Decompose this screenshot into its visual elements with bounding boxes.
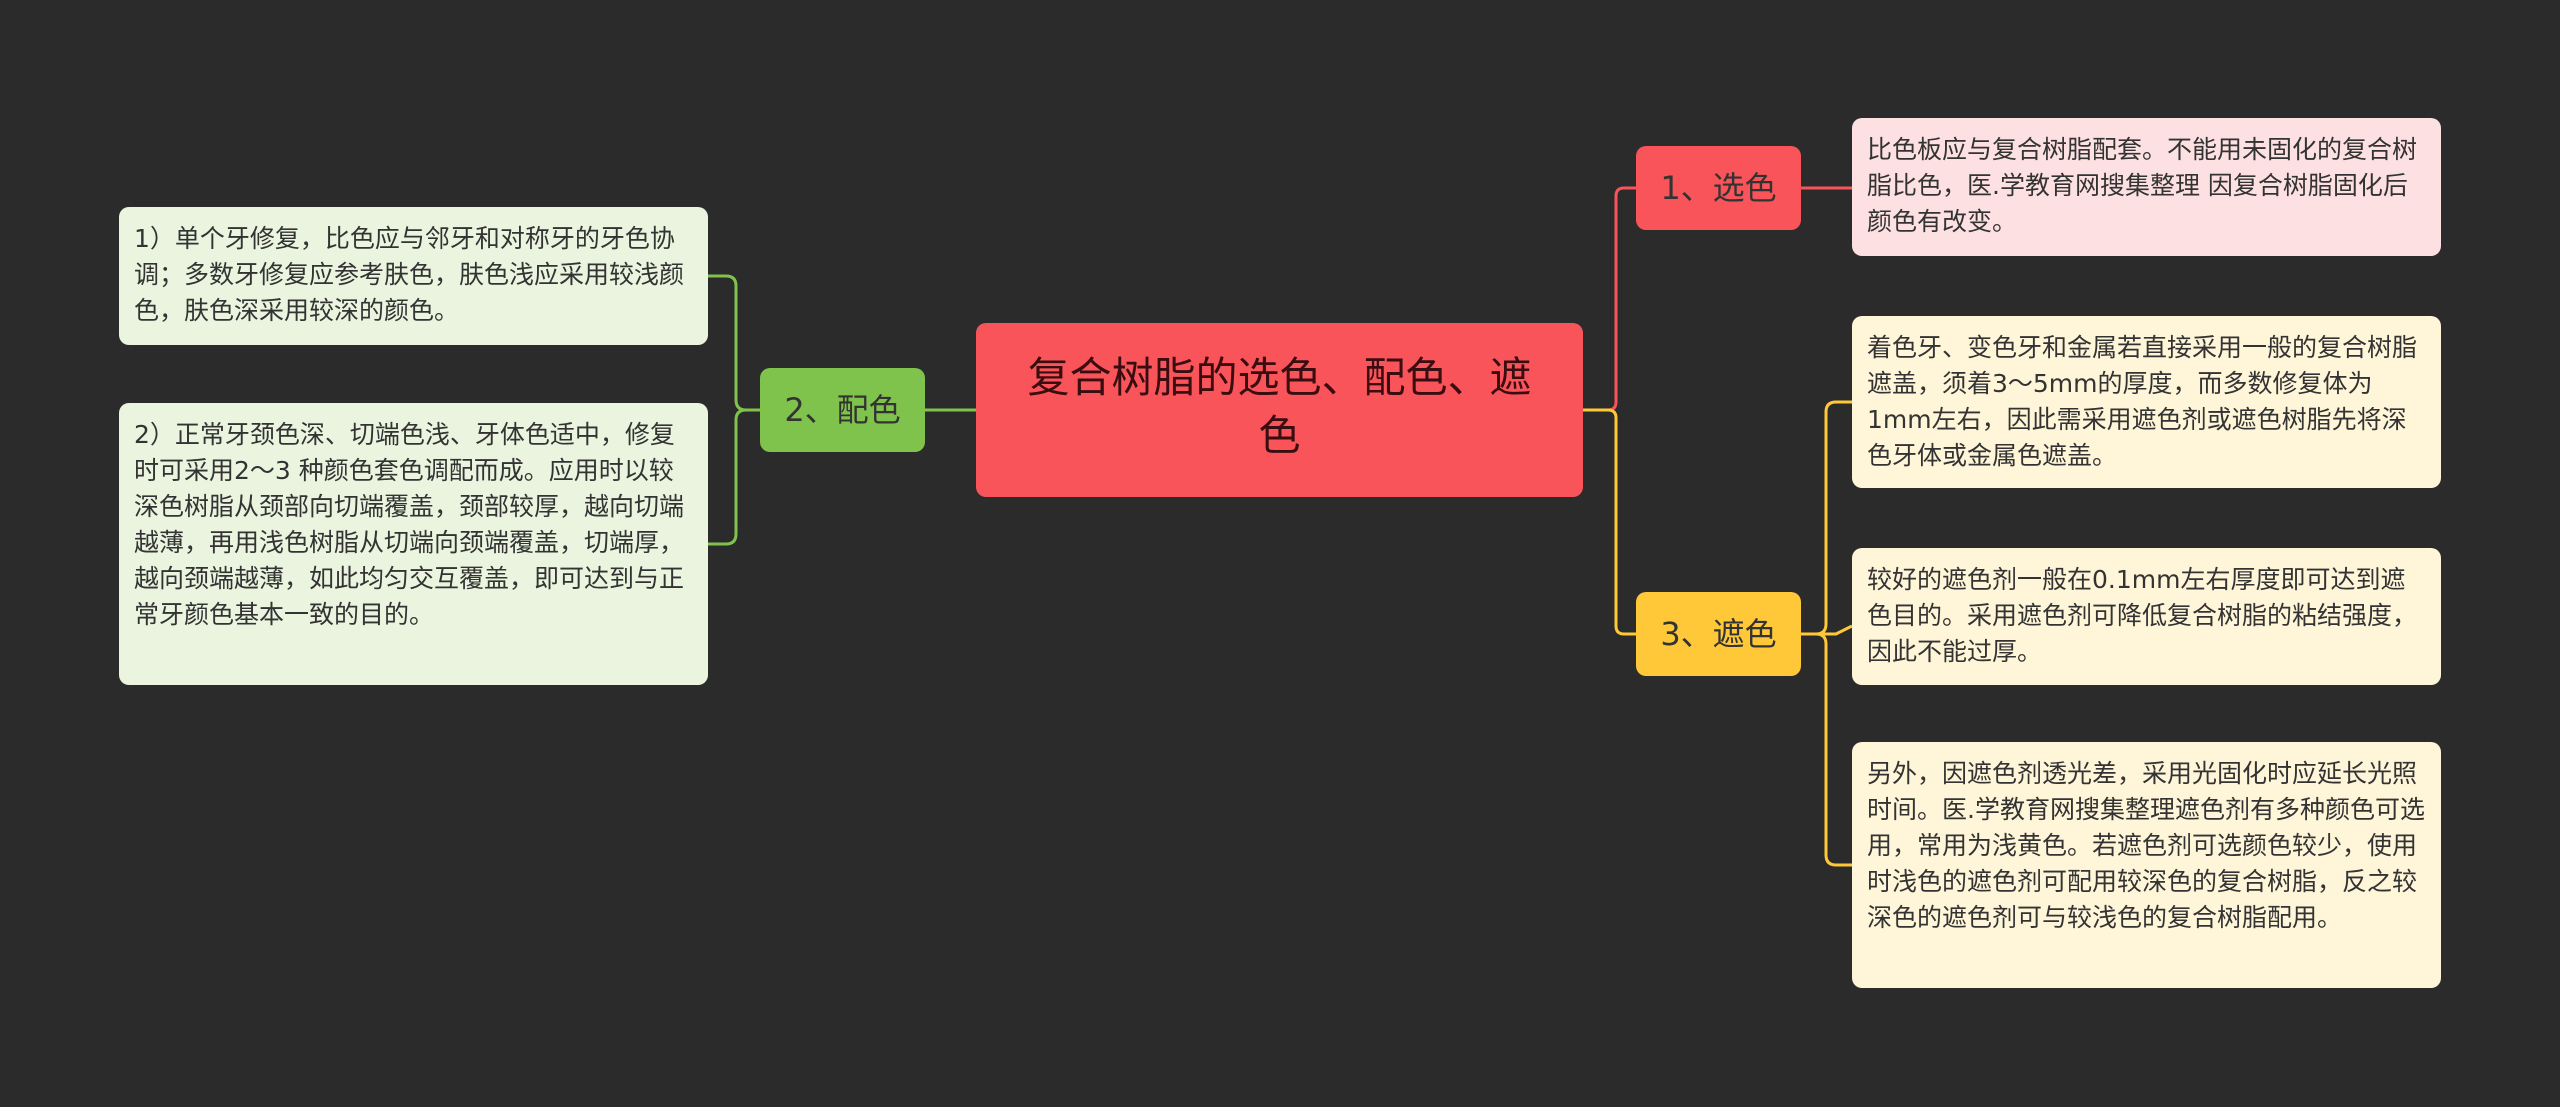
branch-zhese[interactable]: 3、遮色 bbox=[1636, 592, 1801, 676]
leaf-text: 较好的遮色剂一般在0.1mm左右厚度即可达到遮色目的。采用遮色剂可降低复合树脂的… bbox=[1867, 565, 2418, 666]
leaf-peise-2[interactable]: 2）正常牙颈色深、切端色浅、牙体色适中，修复时可采用2～3 种颜色套色调配而成。… bbox=[119, 403, 708, 685]
branch-xuanse[interactable]: 1、选色 bbox=[1636, 146, 1801, 230]
leaf-text: 2）正常牙颈色深、切端色浅、牙体色适中，修复时可采用2～3 种颜色套色调配而成。… bbox=[134, 420, 685, 629]
branch-peise[interactable]: 2、配色 bbox=[760, 368, 925, 452]
central-topic-title: 复合树脂的选色、配色、遮色 bbox=[1027, 353, 1532, 460]
leaf-peise-1[interactable]: 1）单个牙修复，比色应与邻牙和对称牙的牙色协调；多数牙修复应参考肤色，肤色浅应采… bbox=[119, 207, 708, 345]
leaf-text: 另外，因遮色剂透光差，采用光固化时应延长光照时间。医.学教育网搜集整理遮色剂有多… bbox=[1867, 759, 2425, 932]
leaf-text: 着色牙、变色牙和金属若直接采用一般的复合树脂遮盖，须着3～5mm的厚度，而多数修… bbox=[1867, 333, 2418, 470]
leaf-text: 比色板应与复合树脂配套。不能用未固化的复合树脂比色，医.学教育网搜集整理 因复合… bbox=[1867, 135, 2418, 236]
branch-zhese-label: 3、遮色 bbox=[1660, 615, 1777, 653]
central-topic[interactable]: 复合树脂的选色、配色、遮色 bbox=[976, 323, 1583, 497]
leaf-xuanse-1[interactable]: 比色板应与复合树脂配套。不能用未固化的复合树脂比色，医.学教育网搜集整理 因复合… bbox=[1852, 118, 2441, 256]
branch-xuanse-label: 1、选色 bbox=[1660, 169, 1777, 207]
branch-peise-label: 2、配色 bbox=[784, 391, 901, 429]
leaf-zhese-1[interactable]: 着色牙、变色牙和金属若直接采用一般的复合树脂遮盖，须着3～5mm的厚度，而多数修… bbox=[1852, 316, 2441, 488]
leaf-zhese-2[interactable]: 较好的遮色剂一般在0.1mm左右厚度即可达到遮色目的。采用遮色剂可降低复合树脂的… bbox=[1852, 548, 2441, 685]
leaf-text: 1）单个牙修复，比色应与邻牙和对称牙的牙色协调；多数牙修复应参考肤色，肤色浅应采… bbox=[134, 224, 685, 325]
leaf-zhese-3[interactable]: 另外，因遮色剂透光差，采用光固化时应延长光照时间。医.学教育网搜集整理遮色剂有多… bbox=[1852, 742, 2441, 988]
